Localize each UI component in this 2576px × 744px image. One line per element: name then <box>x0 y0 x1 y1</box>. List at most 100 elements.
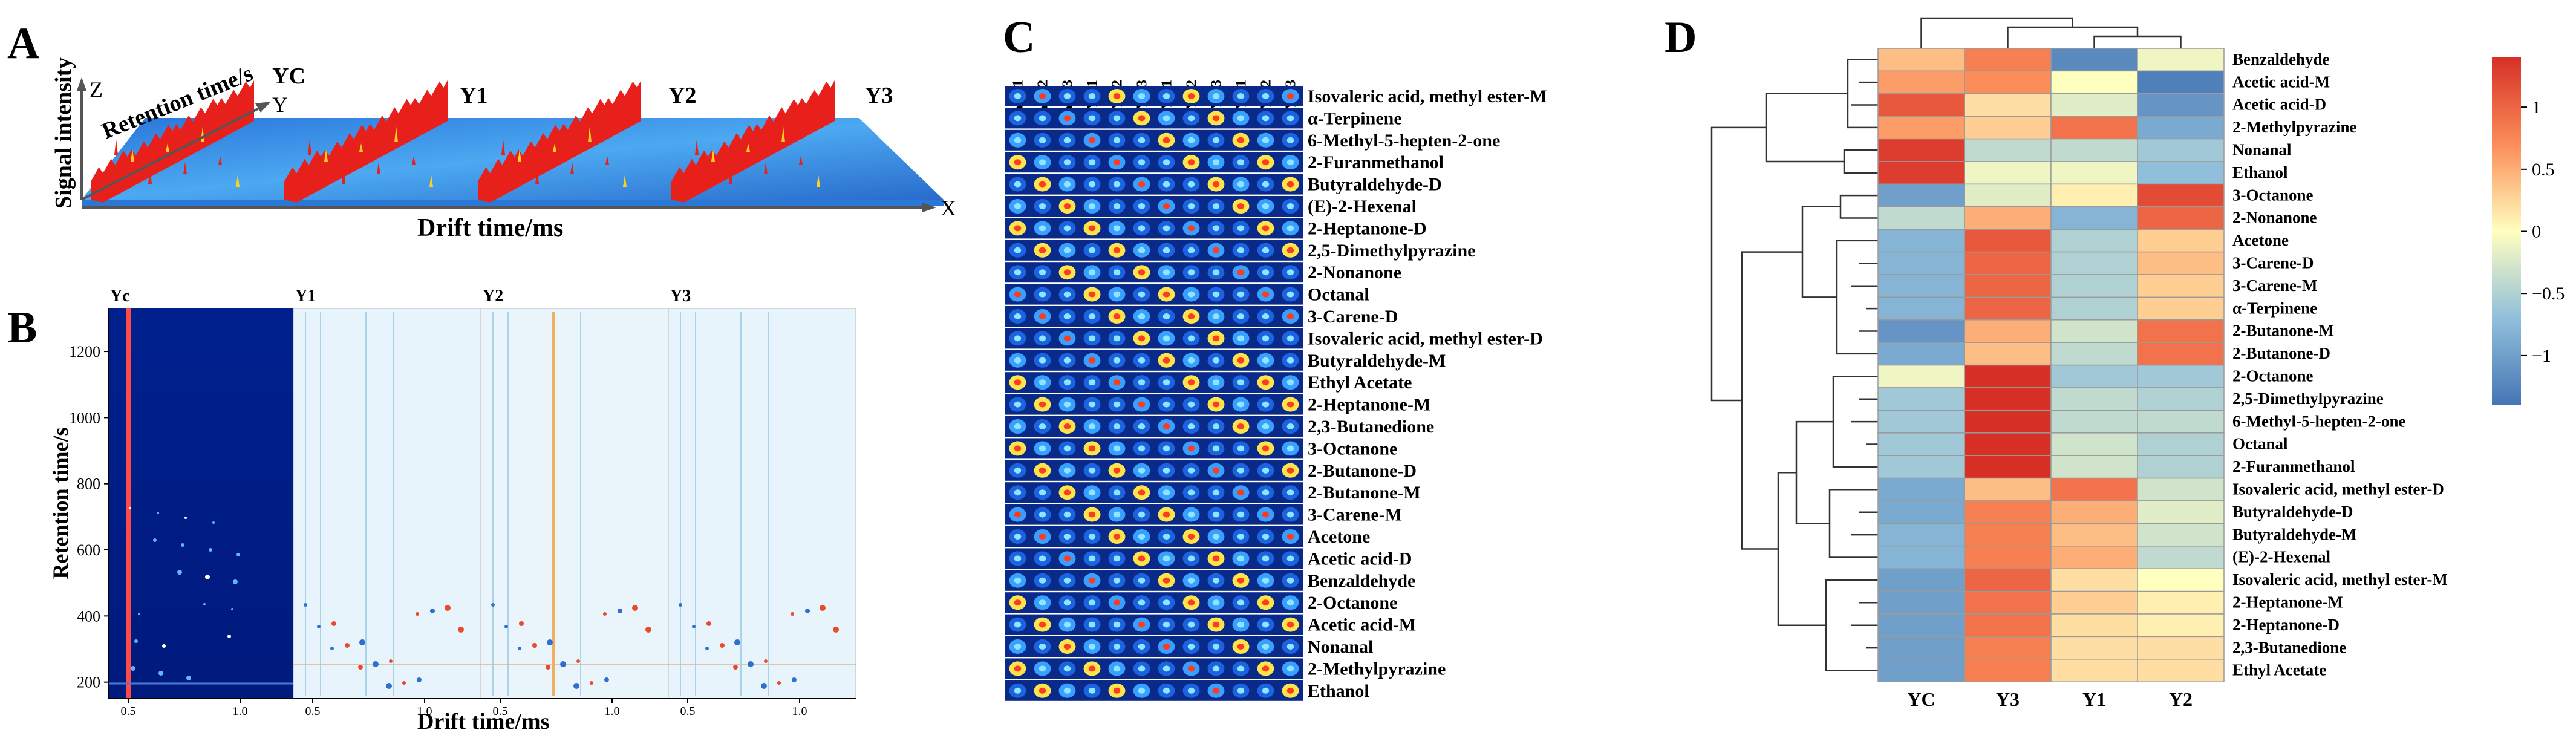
c-fingerprint-spot-core <box>1212 489 1220 496</box>
topo-spot <box>604 677 609 682</box>
axis-z-label: Z <box>90 77 103 102</box>
c-fingerprint-spot-core <box>1113 291 1121 298</box>
heatmap-cell <box>2137 183 2225 207</box>
c-fingerprint-spot-core <box>1187 335 1195 342</box>
c-row-label: Benzaldehyde <box>1308 571 1415 591</box>
sample-label-y1: Y1 <box>460 83 487 108</box>
heatmap-cell <box>2050 296 2138 321</box>
heatmap-cell <box>1877 342 1965 366</box>
topo-spot <box>158 671 163 676</box>
c-fingerprint-spot-core <box>1187 599 1195 606</box>
heatmap-row-label: 2-Nonanone <box>2232 209 2317 227</box>
c-fingerprint-spot-core <box>1237 665 1245 672</box>
c-fingerprint-spot-core <box>1014 665 1022 672</box>
topo-spot <box>761 683 767 689</box>
c-fingerprint-spot-core <box>1162 599 1170 606</box>
peak-spike <box>429 175 433 187</box>
heatmap-cell <box>1964 206 2052 230</box>
c-fingerprint-spot-core <box>1162 115 1170 122</box>
c-fingerprint-spot-core <box>1113 621 1121 628</box>
c-fingerprint-spot-core <box>1187 401 1195 408</box>
c-fingerprint-spot-core <box>1286 137 1294 143</box>
c-fingerprint-spot-core <box>1039 379 1046 386</box>
c-fingerprint-spot-core <box>1113 335 1121 342</box>
axis-x-label: X <box>941 196 956 220</box>
row-dendrogram <box>1710 59 1878 671</box>
topo-spot <box>138 613 140 615</box>
heatmap-cell <box>2137 296 2225 321</box>
c-fingerprint-row <box>1005 416 1303 437</box>
panel-d-label: D <box>1665 13 1697 62</box>
c-fingerprint-spot-core <box>1187 357 1195 364</box>
c-row-label: 2-Butanone-D <box>1308 461 1417 481</box>
y-axis-arrow <box>255 102 271 113</box>
c-fingerprint-spot-core <box>1237 577 1245 584</box>
spectra-peaks <box>91 80 835 203</box>
heatmap-cell <box>1964 477 2052 501</box>
c-fingerprint-spot-core <box>1212 357 1220 364</box>
heatmap-cell <box>2050 206 2138 230</box>
c-fingerprint-spot-core <box>1063 335 1071 342</box>
peak-spike <box>729 168 732 184</box>
c-fingerprint-spot-core <box>1212 445 1220 452</box>
c-fingerprint-row <box>1005 284 1303 305</box>
heatmap-cell <box>1964 568 2052 592</box>
c-fingerprint-spot-core <box>1212 203 1220 209</box>
c-fingerprint-spot-core <box>1187 291 1195 298</box>
c-row-label: Nonanal <box>1308 637 1373 657</box>
c-fingerprint-spot-core <box>1088 534 1096 540</box>
c-fingerprint-spot-core <box>1262 159 1270 166</box>
c-fingerprint-spot-core <box>1014 203 1022 209</box>
peak-spike <box>570 162 574 174</box>
panel-a-3d-spectra: Z Y X Retention time/s Signal intensity … <box>51 57 956 242</box>
panel-a-label: A <box>7 19 40 68</box>
c-fingerprint-spot-core <box>1063 511 1071 518</box>
heatmap-cell <box>2050 319 2138 343</box>
c-fingerprint-spot-core <box>1286 379 1294 386</box>
c-fingerprint-spot-core <box>1212 137 1220 143</box>
c-fingerprint-spot-core <box>1039 181 1046 188</box>
heatmap-cell <box>1964 659 2052 682</box>
topo-spot <box>331 621 336 626</box>
heatmap-cell <box>1964 183 2052 207</box>
heatmap-cell <box>2137 590 2225 615</box>
spectra-floor-edge <box>82 200 944 206</box>
heatmap-cell <box>1877 432 1965 456</box>
c-fingerprint-spot-core <box>1286 335 1294 342</box>
c-fingerprint-spot-core <box>1088 599 1096 606</box>
c-fingerprint-spot-core <box>1113 534 1121 540</box>
c-row-label: Isovaleric acid, methyl ester-D <box>1308 328 1543 348</box>
c-fingerprint-spot-core <box>1237 291 1245 298</box>
heatmap-row-label: Isovaleric acid, methyl ester-D <box>2232 480 2444 498</box>
c-fingerprint-spot-core <box>1039 313 1046 319</box>
c-fingerprint-spot-core <box>1237 335 1245 342</box>
topo-spot <box>777 681 781 685</box>
topo-spot <box>134 639 138 643</box>
c-fingerprint-spot-core <box>1262 247 1270 253</box>
c-fingerprint-spot-core <box>1212 555 1220 562</box>
c-row-label: α-Terpinene <box>1308 108 1402 128</box>
c-fingerprint-spot-core <box>1262 423 1270 429</box>
heatmap-cell <box>1964 636 2052 660</box>
c-fingerprint-spot-core <box>1237 555 1245 562</box>
c-fingerprint-spot-core <box>1113 203 1121 209</box>
dendrogram-branch <box>1710 93 1848 626</box>
topo-spot <box>692 625 696 628</box>
signal-intensity-title: Signal intensity <box>51 57 76 209</box>
heatmap-cell <box>2050 48 2138 72</box>
c-fingerprint-spot-core <box>1162 247 1170 253</box>
topo-spot <box>236 553 240 556</box>
c-fingerprint-spot-core <box>1187 555 1195 562</box>
c-fingerprint-spot-core <box>1014 269 1022 276</box>
heatmap-cell <box>2137 500 2225 524</box>
heatmap-row-label: 3-Carene-M <box>2232 276 2317 295</box>
c-fingerprint-spot-core <box>1138 335 1146 342</box>
heatmap-cell <box>1964 342 2052 366</box>
topo-spot <box>618 609 622 613</box>
heatmap-cell <box>2050 274 2138 298</box>
c-fingerprint-spot-core <box>1113 423 1121 429</box>
c-fingerprint-row <box>1005 548 1303 569</box>
c-fingerprint-spot-core <box>1286 269 1294 276</box>
